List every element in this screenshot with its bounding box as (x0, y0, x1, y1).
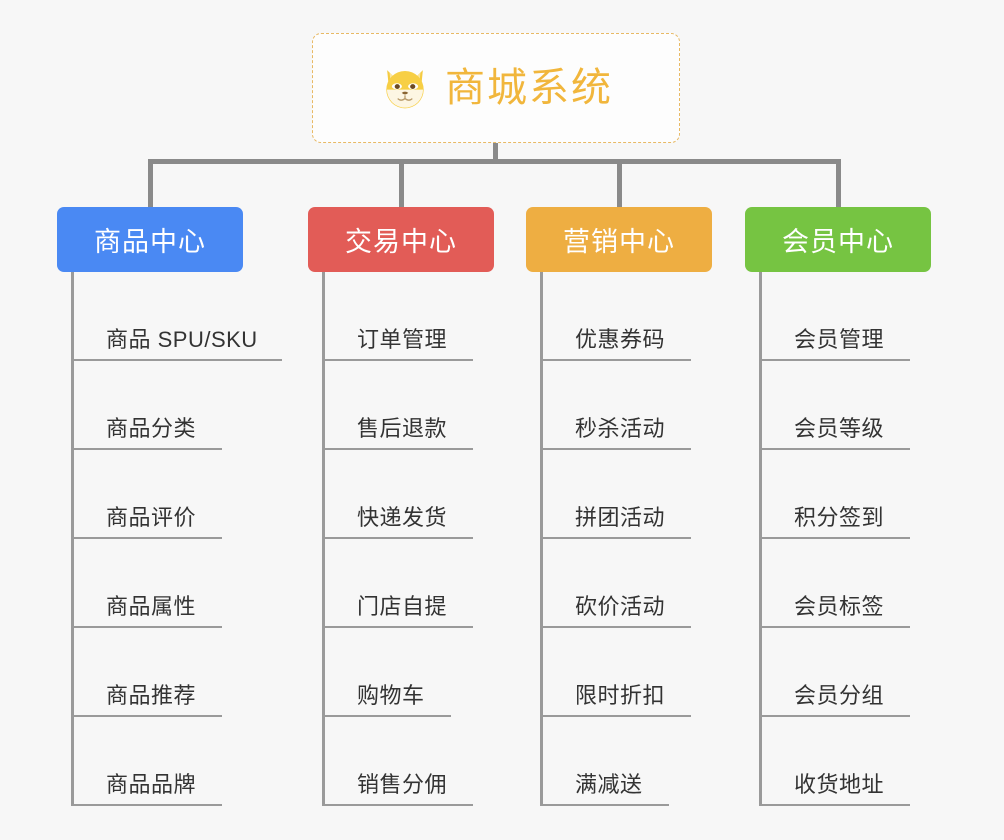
leaf-label: 砍价活动 (575, 594, 666, 619)
root-node[interactable]: 商城系统 (312, 33, 680, 143)
category-label-marketing-center: 营销中心 (563, 227, 675, 257)
leaf-underline (762, 804, 910, 806)
leaf-label: 售后退款 (357, 416, 448, 441)
leaf-item[interactable]: 订单管理 (325, 272, 483, 361)
leaf-underline (543, 537, 691, 539)
leaf-underline (762, 448, 910, 450)
leaf-underline (74, 537, 222, 539)
leaf-underline (543, 804, 669, 806)
leaf-label: 会员标签 (794, 594, 885, 619)
leaf-label: 会员管理 (794, 327, 885, 352)
leaf-underline (325, 537, 473, 539)
leaf-label: 门店自提 (357, 594, 448, 619)
leaf-item[interactable]: 商品分类 (74, 361, 232, 450)
category-label-trade-center: 交易中心 (345, 227, 457, 257)
leaf-item[interactable]: 会员标签 (762, 539, 920, 628)
leaf-item[interactable]: 商品属性 (74, 539, 232, 628)
leaf-label: 积分签到 (794, 505, 885, 530)
leaf-label: 购物车 (357, 683, 425, 708)
leaf-label: 限时折扣 (575, 683, 666, 708)
leaf-underline (762, 537, 910, 539)
connector-drop-member-center (836, 159, 841, 207)
leaf-item[interactable]: 销售分佣 (325, 717, 483, 806)
connector-horizontal-bus (149, 159, 841, 164)
leaf-label: 会员分组 (794, 683, 885, 708)
leaf-label: 优惠券码 (575, 327, 666, 352)
leaf-underline (543, 715, 691, 717)
category-box-member-center[interactable]: 会员中心 (745, 207, 931, 272)
leaf-item[interactable]: 商品推荐 (74, 628, 232, 717)
leaf-label: 销售分佣 (357, 772, 448, 797)
branch-spine-member-center (759, 272, 762, 806)
leaf-underline (74, 448, 222, 450)
leaf-underline (325, 626, 473, 628)
leaf-label: 商品属性 (106, 594, 197, 619)
branch-spine-marketing-center (540, 272, 543, 806)
leaf-underline (325, 715, 451, 717)
leaf-underline (325, 804, 473, 806)
leaf-item[interactable]: 售后退款 (325, 361, 483, 450)
leaf-label: 商品推荐 (106, 683, 197, 708)
leaf-item[interactable]: 商品 SPU/SKU (74, 272, 292, 361)
category-box-trade-center[interactable]: 交易中心 (308, 207, 494, 272)
leaf-underline (543, 626, 691, 628)
leaf-item[interactable]: 拼团活动 (543, 450, 701, 539)
leaf-item[interactable]: 会员分组 (762, 628, 920, 717)
leaf-item[interactable]: 购物车 (325, 628, 461, 717)
root-title: 商城系统 (445, 66, 613, 110)
leaf-label: 订单管理 (357, 327, 448, 352)
leaf-label: 商品分类 (106, 416, 197, 441)
category-box-marketing-center[interactable]: 营销中心 (526, 207, 712, 272)
leaf-label: 快递发货 (357, 505, 448, 530)
leaf-label: 商品品牌 (106, 772, 197, 797)
leaf-label: 拼团活动 (575, 505, 666, 530)
leaf-underline (762, 715, 910, 717)
leaf-label: 会员等级 (794, 416, 885, 441)
leaf-underline (325, 448, 473, 450)
shiba-dog-face-icon (386, 70, 424, 109)
leaf-item[interactable]: 限时折扣 (543, 628, 701, 717)
category-box-product-center[interactable]: 商品中心 (57, 207, 243, 272)
connector-root-stem (493, 143, 498, 164)
leaf-item[interactable]: 收货地址 (762, 717, 920, 806)
leaf-item[interactable]: 秒杀活动 (543, 361, 701, 450)
category-label-product-center: 商品中心 (94, 227, 206, 257)
leaf-underline (74, 359, 282, 361)
leaf-label: 收货地址 (794, 772, 885, 797)
leaf-underline (74, 626, 222, 628)
category-label-member-center: 会员中心 (782, 227, 894, 257)
leaf-underline (543, 448, 691, 450)
leaf-item[interactable]: 会员等级 (762, 361, 920, 450)
leaf-underline (762, 359, 910, 361)
leaf-item[interactable]: 砍价活动 (543, 539, 701, 628)
branch-spine-trade-center (322, 272, 325, 806)
leaf-item[interactable]: 商品品牌 (74, 717, 232, 806)
connector-drop-trade-center (399, 159, 404, 207)
leaf-item[interactable]: 商品评价 (74, 450, 232, 539)
leaf-underline (762, 626, 910, 628)
leaf-item[interactable]: 快递发货 (325, 450, 483, 539)
connector-drop-marketing-center (617, 159, 622, 207)
connector-drop-product-center (148, 159, 153, 207)
leaf-label: 商品评价 (106, 505, 197, 530)
leaf-label: 秒杀活动 (575, 416, 666, 441)
leaf-underline (543, 359, 691, 361)
leaf-label: 满减送 (575, 772, 643, 797)
branch-spine-product-center (71, 272, 74, 806)
leaf-item[interactable]: 优惠券码 (543, 272, 701, 361)
leaf-underline (74, 804, 222, 806)
leaf-underline (74, 715, 222, 717)
leaf-underline (325, 359, 473, 361)
leaf-label: 商品 SPU/SKU (106, 327, 258, 352)
leaf-item[interactable]: 门店自提 (325, 539, 483, 628)
leaf-item[interactable]: 满减送 (543, 717, 679, 806)
leaf-item[interactable]: 积分签到 (762, 450, 920, 539)
leaf-item[interactable]: 会员管理 (762, 272, 920, 361)
